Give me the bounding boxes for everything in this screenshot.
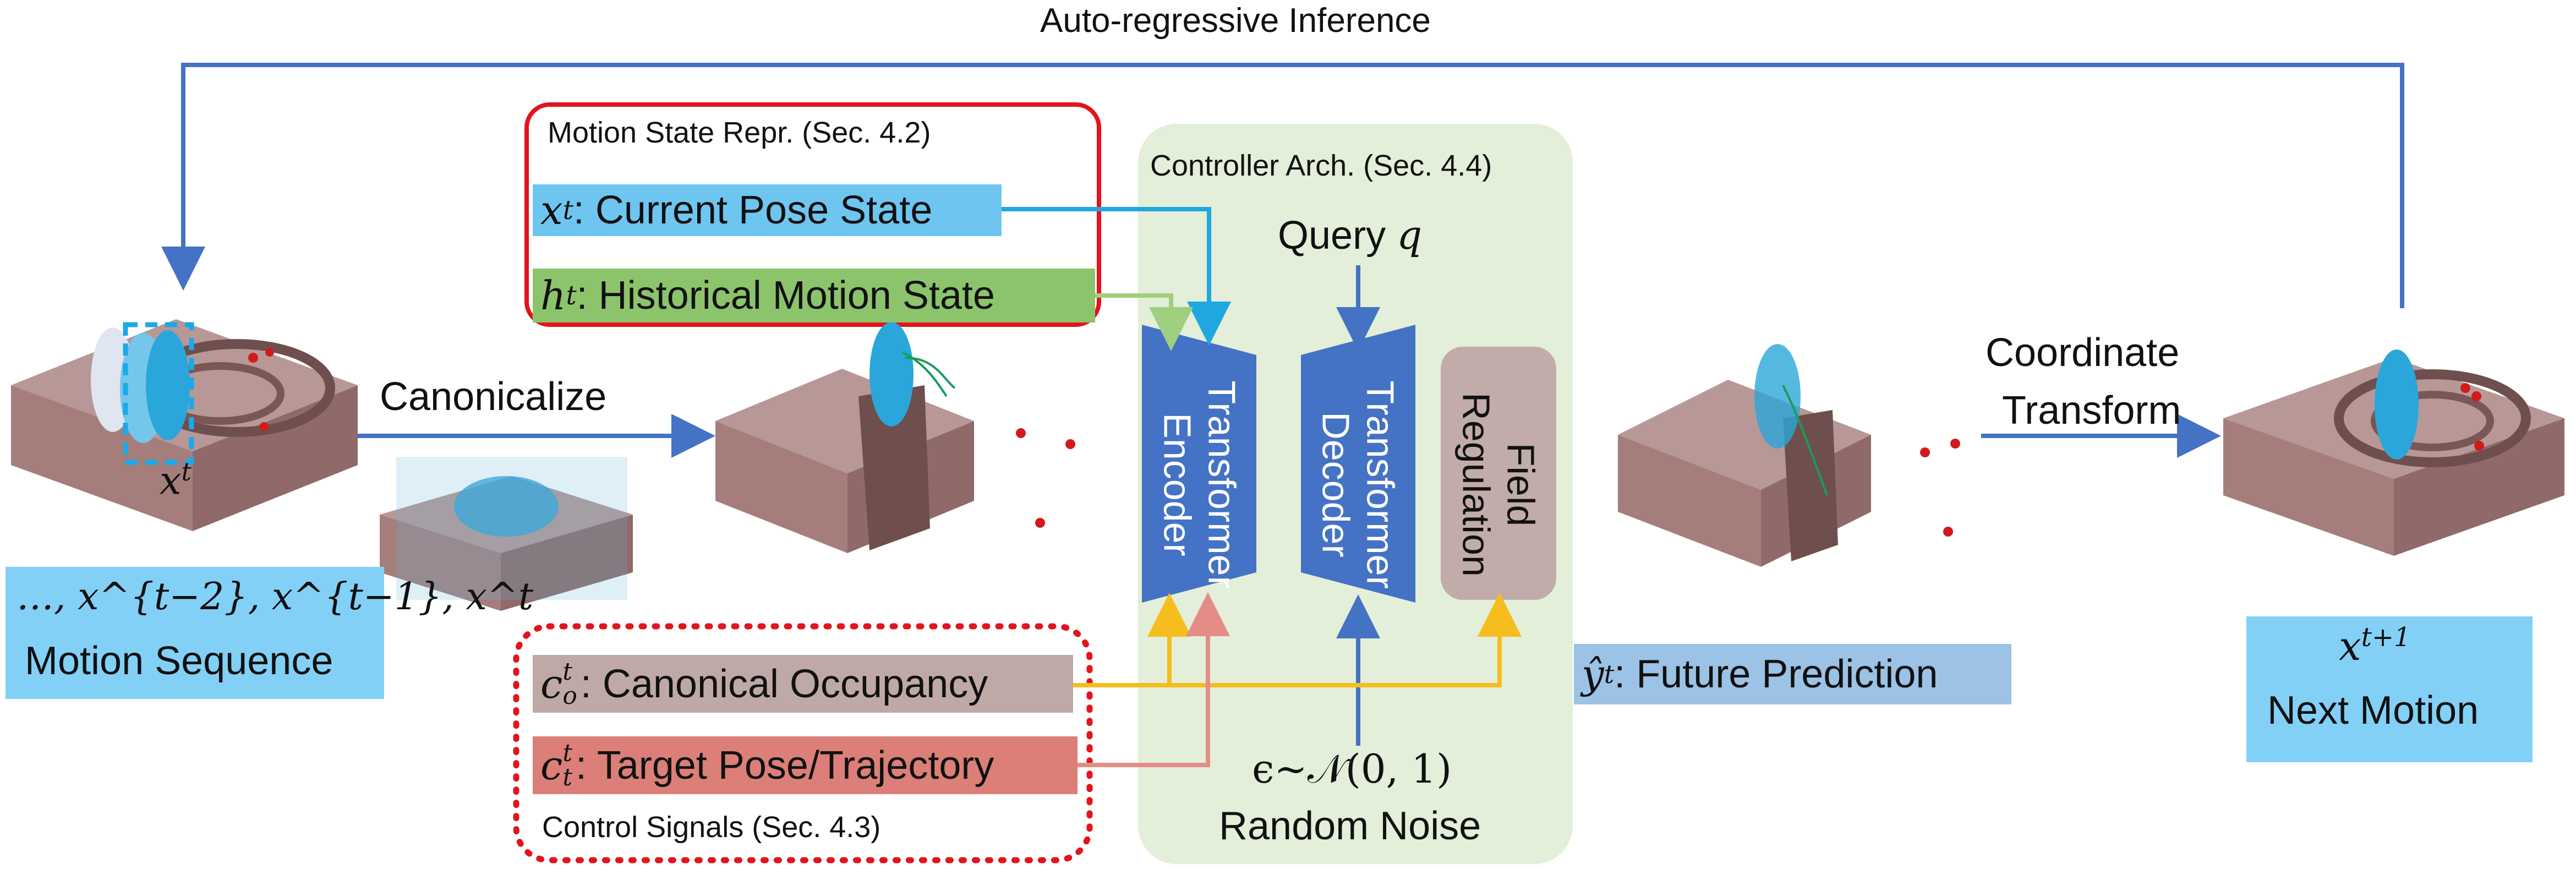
future-text: : Future Prediction [1614, 652, 1938, 696]
historical-arrow [1095, 293, 1193, 351]
field-regulation-label: Field Regulation [1455, 392, 1543, 577]
transformer-decoder-shape [1301, 325, 1415, 603]
canonicalized-scene-illustration [715, 322, 1075, 553]
target-symbol: c [540, 742, 563, 789]
motion-sequence-equation: …, x^{t−2}, x^{t−1}, x^t [17, 575, 534, 619]
current-pose-symbol: x [540, 187, 563, 233]
future-symbol: ŷ [1582, 651, 1604, 697]
current-pose-arrow [1002, 207, 1231, 346]
query-text: Query [1278, 214, 1397, 258]
historical-symbol: h [540, 272, 566, 319]
control-signals-box [513, 623, 1093, 863]
left-scene-illustration [11, 319, 358, 531]
decoder-label: Transformer Decoder [1315, 380, 1402, 589]
next-motion-box [2246, 616, 2533, 762]
controller-header: Controller Arch. (Sec. 4.4) [1150, 149, 1492, 182]
noise-label: Random Noise [1219, 804, 1481, 848]
next-motion-label: Next Motion [2267, 688, 2479, 733]
frame-sup: t [181, 457, 192, 487]
target-sub: t [562, 763, 573, 791]
noise-equation: ϵ∼𝒩(0, 1) [1252, 746, 1452, 792]
current-pose-sup: t [562, 195, 573, 226]
historical-text: : Historical Motion State [576, 274, 995, 318]
motion-sequence-box [6, 567, 384, 699]
next-sup: t+1 [2361, 622, 2411, 653]
occupancy-sub: o [562, 681, 577, 710]
query-symbol: q [1397, 212, 1423, 258]
target-arrow [1078, 592, 1230, 767]
coordinate-transform-line1: Coordinate [1986, 331, 2180, 375]
target-sup: t [562, 739, 573, 767]
autoregressive-title: Auto-regressive Inference [1040, 2, 1431, 40]
canonical-voxel-illustration [380, 457, 633, 611]
field-regulation-shape [1441, 347, 1556, 600]
frame-label: xt [160, 457, 192, 503]
motion-sequence-label: Motion Sequence [25, 639, 333, 683]
transformer-encoder-shape [1142, 325, 1256, 603]
historical-sup: t [566, 280, 577, 311]
target-text: : Target Pose/Trajectory [576, 743, 994, 788]
control-signals-header: Control Signals (Sec. 4.3) [542, 811, 881, 844]
next-symbol: x [2339, 623, 2361, 669]
future-scene-illustration [1618, 344, 1960, 567]
occupancy-sup: t [562, 657, 573, 686]
encoder-label: Transformer Encoder [1156, 380, 1244, 589]
future-sup: t [1604, 659, 1615, 689]
frame-symbol: x [160, 458, 182, 504]
next-motion-equation: xt+1 [2339, 622, 2411, 669]
current-pose-text: : Current Pose State [573, 188, 933, 232]
motion-state-header: Motion State Repr. (Sec. 4.2) [548, 116, 931, 149]
query-label: Query q [1278, 212, 1422, 258]
coordinate-transform-line2: Transform [2002, 389, 2181, 433]
occupancy-symbol: c [540, 660, 563, 707]
canonicalize-label: Canonicalize [380, 375, 607, 419]
motion-state-box [524, 102, 1101, 327]
autoregressive-arrow [161, 63, 2404, 308]
occupancy-arrow-main [1073, 593, 1522, 687]
occupancy-text: : Canonical Occupancy [580, 662, 988, 706]
right-scene-illustration [2223, 349, 2564, 556]
